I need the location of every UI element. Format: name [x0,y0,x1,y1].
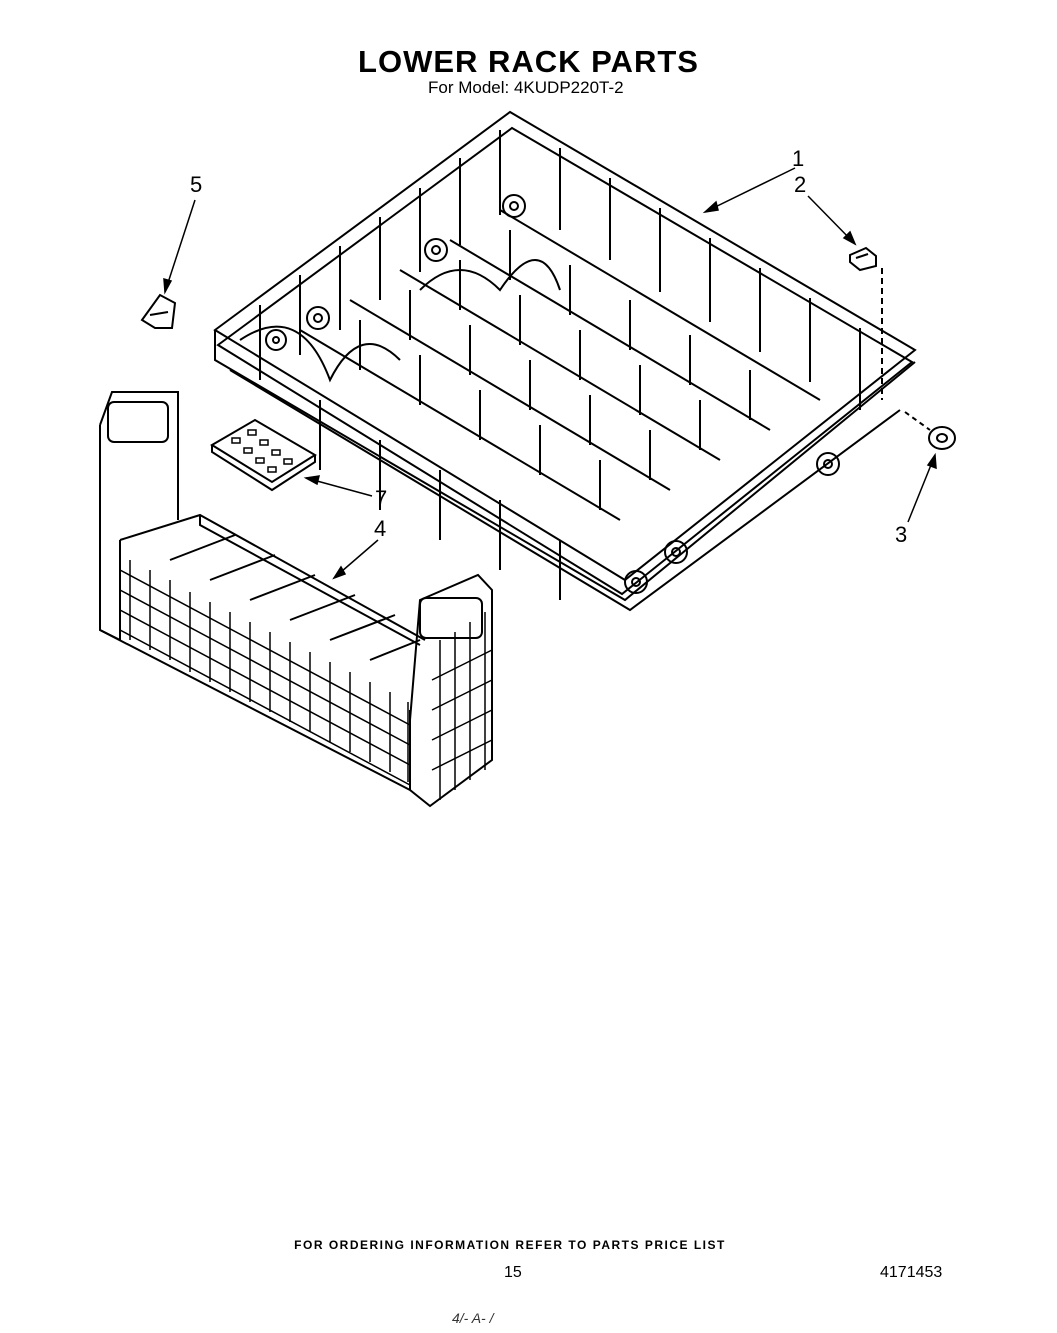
rack-clip-illustration [849,246,883,400]
silverware-basket-illustration [99,391,493,808]
bumper-clip-illustration [140,293,177,329]
handwritten-mark: 4/- A- / [452,1310,494,1326]
lower-rack-illustration [213,110,917,612]
document-number: 4171453 [880,1264,943,1281]
page-number: 15 [504,1264,522,1281]
callout-7: 7 [375,486,387,511]
model-subtitle: For Model: 4KUDP220T-2 [428,78,624,97]
roller-wheel-illustration [904,411,956,450]
callout-5: 5 [190,172,202,197]
callout-2: 2 [794,172,806,197]
callout-4: 4 [374,516,386,541]
ordering-note: FOR ORDERING INFORMATION REFER TO PARTS … [294,1238,726,1252]
basket-cover-illustration [210,418,317,492]
page-title: LOWER RACK PARTS [358,44,699,79]
callout-3: 3 [895,522,907,547]
callout-1: 1 [792,146,804,171]
leader-lines [163,167,937,580]
